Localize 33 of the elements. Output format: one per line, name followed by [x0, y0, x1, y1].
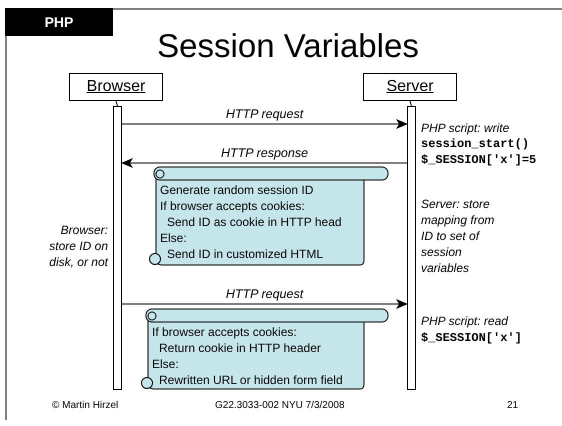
slide-title: Session Variables [156, 26, 420, 66]
lifeline [116, 100, 118, 106]
edge-label: HTTP response [218, 146, 310, 160]
activation-bar [407, 106, 416, 390]
activation-bar [113, 106, 122, 390]
note-text: Browser: store ID on disk, or not [48, 222, 108, 270]
note-text: Server: store mapping from ID to set of session variables [421, 196, 496, 276]
page-number: 21 [507, 399, 518, 413]
note-text: PHP script: write [421, 120, 510, 136]
participant-box: Server [363, 73, 457, 101]
lifeline [410, 100, 412, 106]
note-text: Else: [160, 230, 188, 246]
note-text: If browser accepts cookies: [152, 324, 298, 340]
participant-box: Browser [69, 73, 163, 101]
edge-label: HTTP request [224, 107, 306, 121]
note-text: PHP script: read [421, 313, 508, 329]
note-text: Generate random session ID [160, 182, 314, 198]
message-arrow [122, 299, 408, 309]
note-text: If browser accepts cookies: [160, 198, 306, 214]
note-text: Return cookie in HTTP header [159, 340, 322, 356]
message-arrow [122, 119, 408, 129]
footer-text: © Martin Hirzel [52, 399, 118, 413]
note-text: Send ID in customized HTML [167, 246, 324, 262]
section-tab: PHP [5, 8, 113, 36]
note-text: Rewritten URL or hidden form field [159, 372, 343, 388]
note-text: Send ID as cookie in HTTP head [167, 214, 342, 230]
message-arrow [121, 158, 408, 168]
code-text: $_SESSION['x']=5 [421, 152, 536, 168]
code-text: session_start() [421, 136, 530, 152]
edge-label: HTTP request [224, 287, 306, 301]
code-text: $_SESSION['x'] [421, 330, 522, 346]
footer-text: G22.3033-002 NYU 7/3/2008 [215, 399, 345, 413]
note-text: Else: [152, 356, 180, 372]
